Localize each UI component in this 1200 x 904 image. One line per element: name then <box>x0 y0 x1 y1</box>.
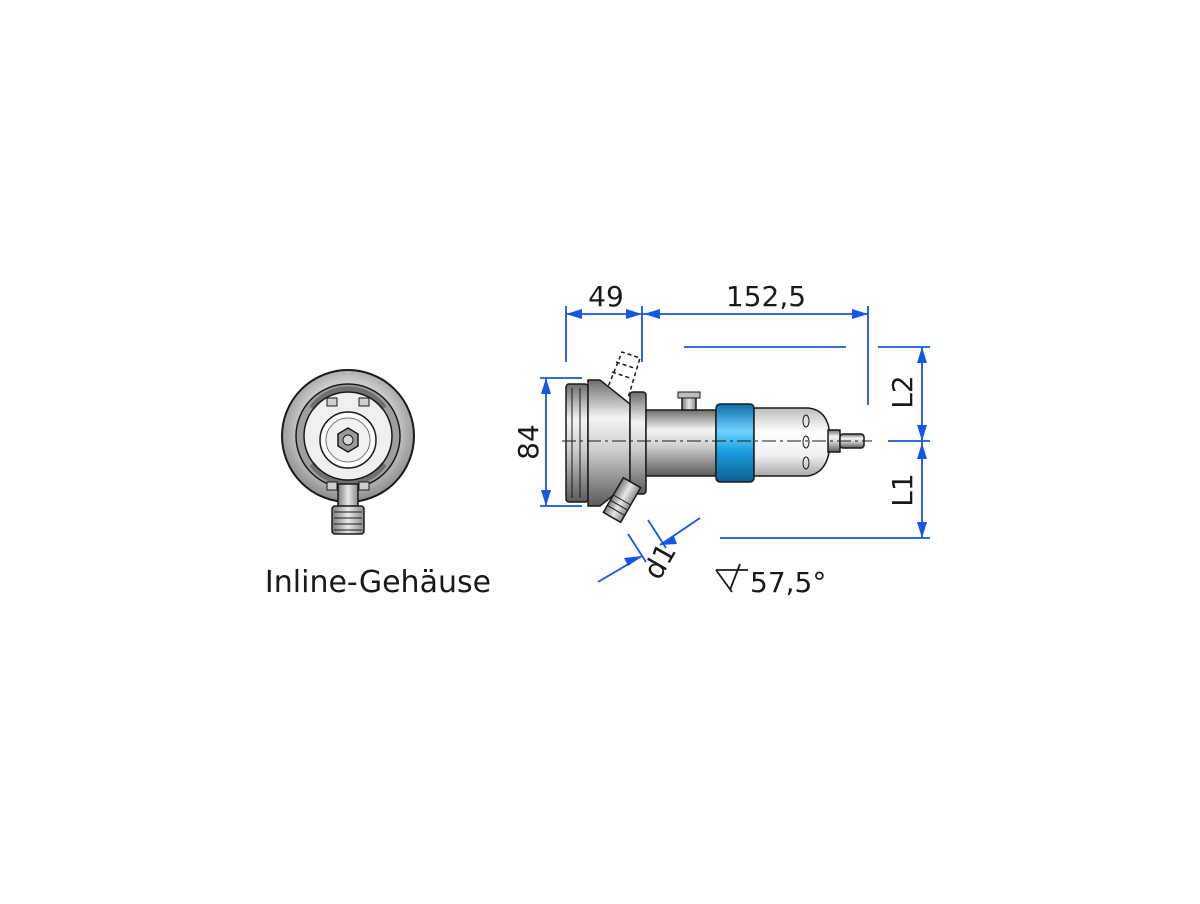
dimension-l1: L1 <box>886 473 919 506</box>
angle-icon <box>715 563 748 593</box>
dimension-49: 49 <box>588 280 624 313</box>
side-view <box>562 351 872 524</box>
dashed-outlet-outline <box>605 351 641 399</box>
dimension-d1: d1 <box>637 538 683 585</box>
caption-label: Inline-Gehäuse <box>265 565 491 600</box>
angle-value: 57,5° <box>750 566 826 599</box>
dimension-152-5: 152,5 <box>726 280 806 313</box>
dimension-l2: L2 <box>886 375 919 408</box>
dimension-lines <box>540 306 930 583</box>
dimension-84: 84 <box>512 424 545 460</box>
front-view <box>281 369 415 535</box>
